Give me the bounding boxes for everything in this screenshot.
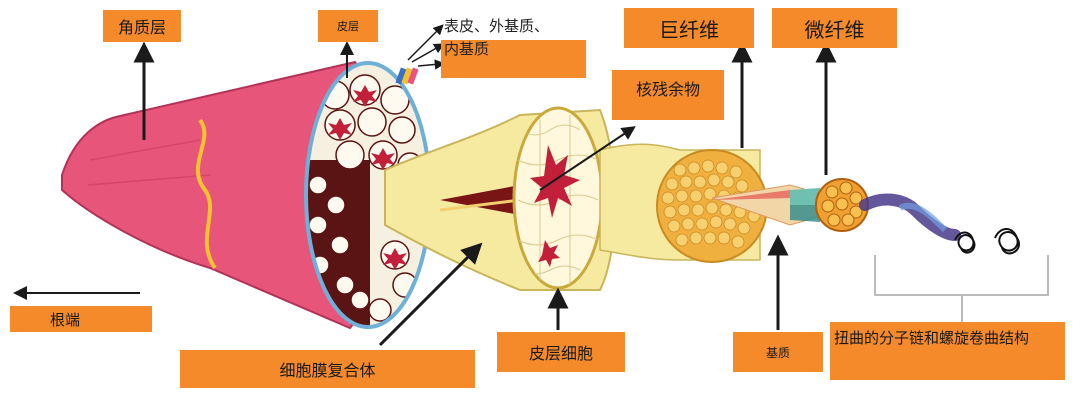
label-macrofibril: 巨纤维 bbox=[624, 8, 754, 48]
arrows bbox=[13, 24, 837, 347]
label-twisted-chain: 扭曲的分子链和螺旋卷曲结构 bbox=[830, 322, 1065, 380]
cortex-layer-stripe bbox=[395, 67, 419, 85]
label-cortical-cell: 皮层细胞 bbox=[497, 332, 625, 372]
label-cortex-components-bg bbox=[441, 40, 586, 78]
microfibril-cross-section bbox=[815, 178, 869, 232]
label-cuticle: 角质层 bbox=[103, 10, 181, 42]
hair-cross-section bbox=[304, 61, 432, 329]
label-cell-membrane-complex: 细胞膜复合体 bbox=[180, 350, 475, 388]
microfibril-funnel bbox=[711, 184, 826, 226]
arrow-nuclear-remnant bbox=[539, 126, 636, 191]
label-cortex-components-line2: 内基质 bbox=[444, 40, 490, 58]
molecular-chain bbox=[859, 193, 1020, 255]
arrow-cell-membrane-complex bbox=[378, 242, 483, 347]
label-cortex-components-line1: 表皮、外基质、 bbox=[444, 17, 550, 35]
label-matrix: 基质 bbox=[733, 332, 823, 372]
cortical-cell-body bbox=[512, 106, 604, 290]
arrow-cortex-components-2 bbox=[411, 43, 445, 63]
label-root-end: 根端 bbox=[10, 306, 152, 332]
chain-bracket bbox=[874, 255, 1049, 322]
label-nuclear-remnant: 核残余物 bbox=[612, 70, 724, 120]
macrofibril-bundle bbox=[599, 143, 768, 263]
arrow-cortex-components-3 bbox=[417, 59, 446, 70]
label-cortex-small: 皮层 bbox=[318, 10, 378, 42]
arrow-cortex-components-1 bbox=[407, 24, 444, 61]
label-microfibril: 微纤维 bbox=[772, 8, 897, 48]
